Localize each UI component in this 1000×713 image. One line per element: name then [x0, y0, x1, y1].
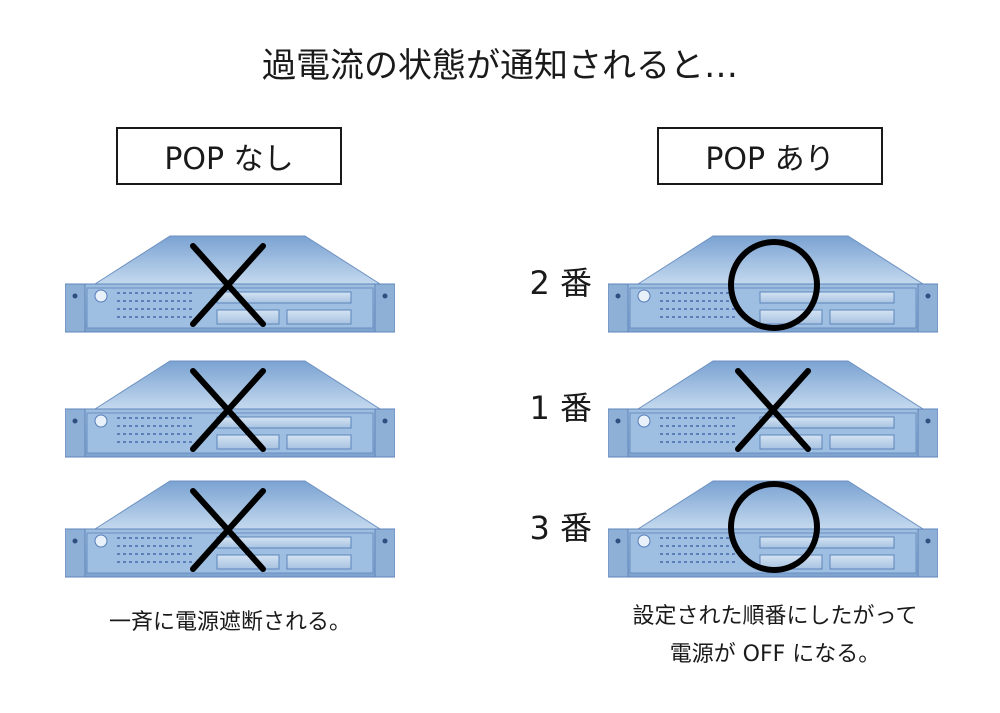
cross-mark: [190, 368, 266, 452]
server-left-1: [65, 230, 395, 342]
circle-mark: [728, 481, 820, 573]
caption-right-line1: 設定された順番にしたがって: [632, 604, 918, 629]
order-label-3: 3 番: [529, 509, 592, 547]
order-label-2: 2 番: [529, 264, 592, 302]
page-title: 過電流の状態が通知されると…: [262, 46, 738, 86]
server-left-3: [65, 475, 395, 587]
caption-left: 一斉に電源遮断される。: [108, 610, 351, 635]
server-left-2: [65, 355, 395, 467]
caption-right: 設定された順番にしたがって 電源が OFF になる。: [590, 598, 960, 674]
cross-mark: [735, 368, 811, 452]
circle-mark: [728, 239, 820, 331]
order-label-1: 1 番: [529, 389, 592, 427]
server-right-1: [608, 230, 938, 342]
cross-mark: [190, 243, 266, 327]
server-right-3: [608, 475, 938, 587]
caption-right-line2: 電源が OFF になる。: [669, 642, 881, 667]
cross-mark: [190, 488, 266, 572]
server-right-2: [608, 355, 938, 467]
label-pop-on: POP あり: [657, 127, 883, 185]
label-pop-none: POP なし: [116, 127, 342, 185]
